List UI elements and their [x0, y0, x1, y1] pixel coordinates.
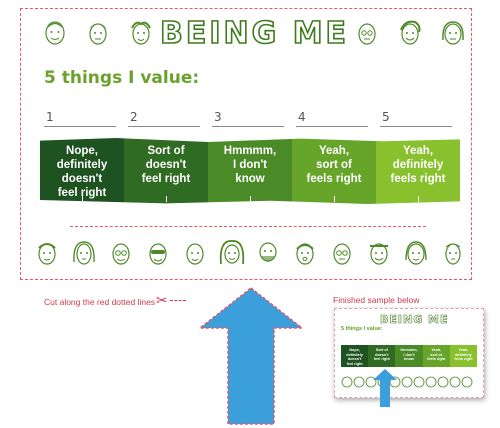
up-arrow-icon	[197, 287, 305, 425]
sample-scale-label: Nope, definitely doesn't feel right	[346, 348, 363, 366]
sample-scale-label: Yeah, sort of feels right	[427, 348, 446, 361]
values-heading: 5 things I value:	[44, 68, 200, 88]
sample-faces-row	[341, 376, 473, 388]
scale-label: Nope, definitely doesn't feel right	[56, 145, 108, 199]
face-icon	[89, 23, 107, 45]
face-icon	[400, 20, 421, 45]
sample-label: Finished sample below	[333, 295, 420, 305]
sample-scale-label: Hmmmm, I don't know	[400, 348, 418, 361]
face-icon	[358, 23, 376, 45]
scale-segment-4[interactable]: Yeah, sort of feels right	[292, 138, 376, 204]
face-icon	[112, 243, 130, 265]
face-icon	[296, 243, 315, 265]
face-icon	[45, 21, 65, 45]
face-icon	[149, 243, 167, 265]
scissors-icon: ✂	[156, 292, 168, 308]
scale-segment-1[interactable]: Nope, definitely doesn't feel right	[40, 138, 124, 204]
sample-subtitle: 5 things I value:	[341, 326, 383, 332]
face-icon	[259, 242, 278, 262]
page-title: BEING ME	[159, 15, 350, 52]
cut-instruction: Cut along the red dotted lines	[44, 297, 156, 307]
sample-arrow-icon	[373, 369, 397, 407]
face-icon	[73, 241, 95, 265]
value-number: 2	[130, 110, 138, 124]
face-icon	[219, 240, 244, 265]
cutout-card	[20, 8, 472, 280]
sample-segment: Hmmmm, I don't know	[395, 345, 423, 367]
feeling-scale: Nope, definitely doesn't feel right Sort…	[40, 138, 460, 204]
sample-scale-label: Yeah, definitely feels right	[454, 348, 473, 361]
sample-title: BEING ME	[380, 313, 449, 327]
sample-segment: Yeah, sort of feels right	[422, 345, 450, 367]
value-slot-4[interactable]: 4	[296, 106, 368, 127]
scale-label: Yeah, definitely feels right	[390, 145, 446, 185]
face-icon	[442, 21, 464, 45]
value-slot-3[interactable]: 3	[212, 106, 284, 127]
scale-label: Sort of doesn't feel right	[141, 145, 191, 185]
sample-segment: Yeah, definitely feels right	[449, 345, 478, 367]
face-icon	[333, 243, 351, 265]
value-number: 3	[214, 110, 222, 124]
face-icon	[131, 21, 151, 45]
value-number: 5	[382, 110, 390, 124]
sample-segment: Nope, definitely doesn't feel right	[341, 345, 369, 367]
value-slot-1[interactable]: 1	[44, 106, 116, 127]
face-icon	[186, 243, 204, 265]
face-icon	[405, 241, 427, 265]
cut-line	[170, 300, 186, 301]
sample-scale: Nope, definitely doesn't feel right Sort…	[341, 345, 478, 367]
scale-segment-3[interactable]: Hmmmm, I don't know	[208, 138, 292, 204]
scale-segment-5[interactable]: Yeah, definitely feels right	[376, 138, 460, 204]
value-slot-2[interactable]: 2	[128, 106, 200, 127]
sample-scale-label: Sort of doesn't feel right	[373, 348, 390, 361]
top-faces-row	[42, 18, 154, 48]
value-number: 1	[46, 110, 54, 124]
top-faces-row-right	[354, 18, 466, 48]
scale-label: Yeah, sort of feels right	[306, 145, 362, 185]
fold-line	[70, 226, 426, 227]
value-number: 4	[298, 110, 306, 124]
face-icon	[38, 243, 56, 265]
sample-segment: Sort of doesn't feel right	[368, 345, 396, 367]
face-icon	[445, 243, 461, 265]
scale-label: Hmmmm, I don't know	[223, 145, 277, 185]
value-slot-5[interactable]: 5	[380, 106, 452, 127]
scale-segment-2[interactable]: Sort of doesn't feel right	[124, 138, 208, 204]
bottom-faces-row	[34, 238, 466, 268]
finished-sample-thumbnail: BEING ME 5 things I value: Nope, definit…	[334, 308, 484, 398]
face-icon	[370, 243, 389, 265]
